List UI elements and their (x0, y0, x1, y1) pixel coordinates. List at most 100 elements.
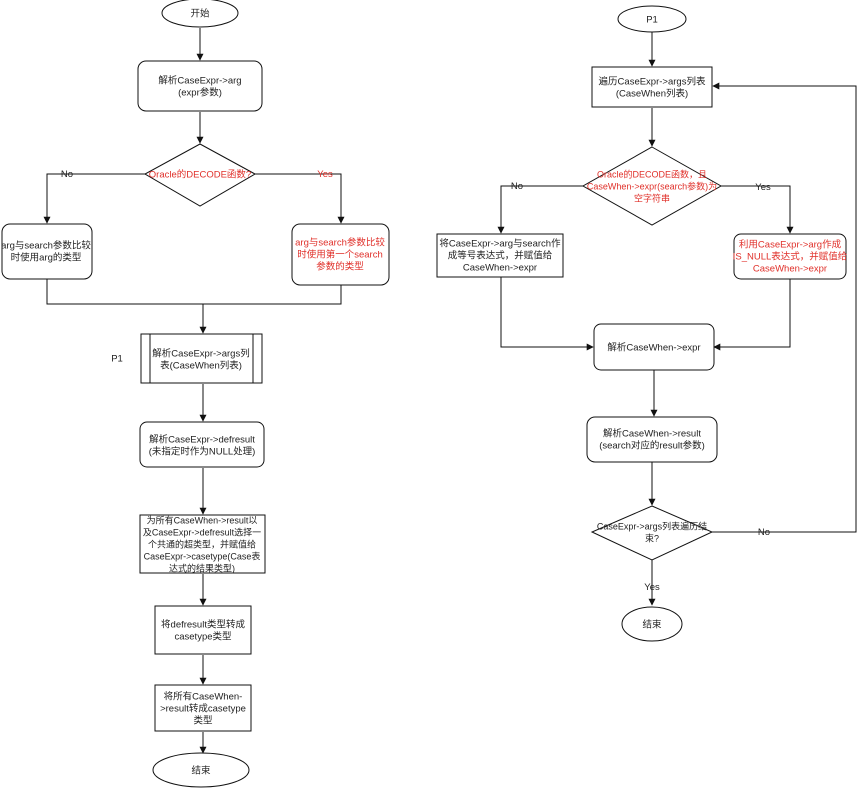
node-end-left: 结束 (152, 752, 250, 788)
edge-label-no-loop: No (758, 527, 770, 538)
parse-args-box (140, 333, 263, 384)
edge-isnull-to-parse-expr (713, 279, 791, 351)
end-left-label: 结束 (191, 765, 211, 777)
label-line: IS_NULL表达式，并赋值给 (733, 251, 848, 263)
label-line: Oracle的DECODE函数? (149, 169, 251, 181)
label-line: casetype类型 (174, 631, 232, 643)
parse-arg-label: 解析CaseExpr->arg(expr参数) (158, 75, 241, 99)
edge-search-type-merge (203, 285, 342, 305)
node-decision-decode: Oracle的DECODE函数? (143, 143, 257, 207)
label-line: 表(CaseWhen列表) (160, 360, 242, 372)
decision-decode-label: Oracle的DECODE函数? (149, 169, 251, 181)
parse-result-label: 解析CaseWhen->result(search对应的result参数) (599, 428, 705, 452)
edge-label-yes-left: Yes (317, 169, 333, 180)
edge-arg-type-merge (46, 279, 203, 305)
label-line: 解析CaseExpr->args列 (152, 348, 249, 360)
start-label: 开始 (190, 8, 210, 20)
label-line: >result转成casetype (160, 703, 246, 715)
edge-decision-no-to-eq (497, 185, 583, 234)
edge-label-yes-right: Yes (755, 182, 771, 193)
decision-done-label: CaseExpr->args列表遍历结束? (597, 521, 707, 544)
edge-label-yes-end: Yes (644, 582, 660, 593)
label-line: 解析CaseWhen->expr (607, 342, 700, 354)
parse-expr-label: 解析CaseWhen->expr (607, 342, 700, 354)
label-line: 时使用第一个search (297, 249, 383, 261)
node-parse-result: 解析CaseWhen->result(search对应的result参数) (586, 416, 718, 463)
label-line: 将所有CaseWhen- (164, 691, 243, 703)
label-line: CaseExpr->args列表遍历结 (597, 521, 707, 532)
label-line: CaseWhen->expr (463, 263, 537, 274)
label-line: 参数的类型 (316, 261, 364, 273)
parse-defresult-label: 解析CaseExpr->defresult(未指定时作为NULL处理) (149, 434, 256, 458)
label-line: 为所有CaseWhen->result以 (147, 515, 258, 526)
label-line: 及CaseExpr->defresult选择一 (143, 527, 261, 538)
label-line: 束? (645, 534, 659, 544)
node-parse-expr: 解析CaseWhen->expr (593, 323, 715, 371)
parse-arg-box (137, 60, 263, 112)
label-line: 遍历CaseExpr->args列表 (599, 76, 706, 88)
iterate-args-label: 遍历CaseExpr->args列表(CaseWhen列表) (599, 76, 706, 100)
right-flow-edges (497, 32, 857, 606)
decision-null-diamond (581, 146, 723, 226)
label-line: P1 (111, 354, 123, 365)
edge-decision-yes-to-isnull (721, 185, 794, 234)
label-line: 空字符串 (634, 193, 670, 204)
arg-type-box (1, 223, 93, 280)
label-line: 利用CaseExpr->arg作成 (739, 239, 842, 251)
label-line: 类型 (193, 715, 213, 727)
label-line: 结束 (191, 765, 211, 777)
node-p1-start: P1 (617, 5, 687, 33)
iterate-args-box (591, 66, 713, 108)
label-line: 将defresult类型转成 (161, 619, 245, 631)
left-flow-edges (43, 28, 345, 754)
label-line: 达式的结果类型) (169, 563, 235, 574)
node-arg-type: arg与search参数比较时使用arg的类型 (1, 223, 93, 280)
edge-label-no-left: No (61, 169, 73, 180)
parse-expr-box (593, 323, 715, 371)
supertype-box (139, 514, 266, 574)
label-line: Oracle的DECODE函数，且 (597, 169, 707, 180)
node-parse-defresult: 解析CaseExpr->defresult(未指定时作为NULL处理) (139, 421, 265, 468)
label-line: 开始 (190, 8, 210, 20)
parse-defresult-box (139, 421, 265, 468)
p1-reference-label: P1 (111, 354, 123, 365)
node-end-right: 结束 (621, 606, 683, 642)
end-right-label: 结束 (642, 619, 662, 631)
node-start: 开始 (161, 0, 239, 28)
label-line: (expr参数) (178, 87, 222, 99)
node-parse-arg: 解析CaseExpr->arg(expr参数) (137, 60, 263, 112)
label-line: CaseWhen->expr (753, 264, 827, 275)
eq-expr-box (436, 233, 564, 278)
arg-type-label: arg与search参数比较时使用arg的类型 (1, 240, 91, 264)
convert-results-box (154, 684, 252, 732)
label-line: CaseWhen->expr(search参数)为 (587, 181, 717, 192)
edge-decision-done-no-loop (712, 82, 857, 533)
label-line: P1 (646, 15, 658, 26)
end-right-terminal-shape (621, 606, 683, 642)
node-decision-done: CaseExpr->args列表遍历结束? (590, 505, 714, 561)
label-line: arg与search参数比较 (1, 240, 91, 252)
label-line: 解析CaseExpr->defresult (149, 434, 255, 446)
parse-result-box (586, 416, 718, 463)
label-line: 解析CaseExpr->arg (158, 75, 241, 87)
label-line: 时使用arg的类型 (11, 252, 82, 264)
convert-defresult-box (154, 605, 252, 655)
label-line: 解析CaseWhen->result (603, 428, 701, 440)
label-line: 个共通的超类型，并赋值给 (148, 539, 256, 550)
label-line: 将CaseExpr->arg与search作 (439, 238, 561, 250)
start-terminal-shape (161, 0, 239, 28)
node-parse-args-subprocess: 解析CaseExpr->args列表(CaseWhen列表) (140, 333, 263, 384)
decision-decode-diamond (143, 143, 257, 207)
decision-done-diamond (590, 505, 714, 561)
